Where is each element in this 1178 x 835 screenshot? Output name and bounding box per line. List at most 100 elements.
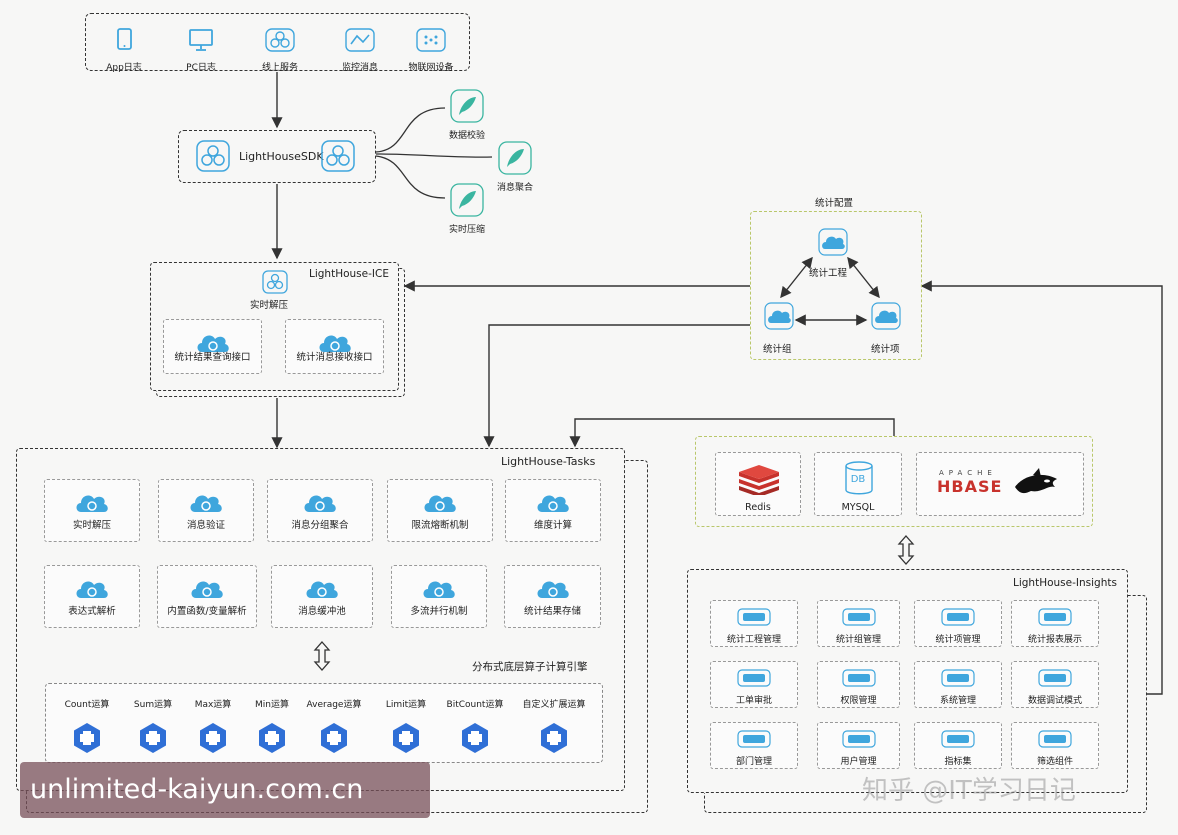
cloud-gear-icon	[424, 495, 456, 512]
hexagon-plus-icon	[200, 723, 226, 753]
op-label: Sum运算	[133, 700, 173, 710]
sdk-title: LightHouseSDK	[239, 150, 324, 163]
config-node-group	[762, 302, 796, 334]
cloud-gear-icon	[191, 581, 223, 598]
op-item: Count运算	[57, 697, 117, 758]
server-bar-icon	[841, 669, 876, 687]
insights-card-label: 指标集	[944, 757, 972, 767]
sdk-right-icon	[321, 140, 355, 172]
insights-card-label: 用户管理	[840, 757, 877, 767]
source-label: PC日志	[186, 63, 216, 73]
insights-card-label: 数据调试模式	[1027, 696, 1082, 706]
cloud-server-icon	[871, 302, 901, 330]
database-icon	[845, 461, 873, 495]
redis-icon	[739, 465, 779, 495]
monitor-icon	[189, 29, 213, 51]
insights-card-label: 筛选组件	[1036, 757, 1073, 767]
insights-card-label: 统计工程管理	[726, 635, 781, 645]
sdk-feature-label: 实时压缩	[448, 225, 485, 235]
hexagon-plus-icon	[259, 723, 285, 753]
cloud-gear-icon	[537, 495, 569, 512]
sdk-feature-realtime-compress: 实时压缩	[440, 182, 494, 235]
insights-card[interactable]: 工单审批	[710, 661, 798, 708]
insights-card[interactable]: 统计工程管理	[710, 600, 798, 647]
insights-card[interactable]: 指标集	[914, 722, 1002, 769]
cloud-gear-icon	[197, 335, 229, 352]
db-icon-text: DB	[850, 474, 866, 485]
ice-top-label: 实时解压	[250, 300, 289, 311]
ice-title: LightHouse-ICE	[309, 268, 389, 280]
cloud-gear-icon	[306, 581, 338, 598]
config-node-label: 统计工程	[809, 268, 848, 279]
task-card: 实时解压	[44, 479, 140, 542]
ops-box: Count运算 Sum运算 Max运算 Min运算 Average运算 Limi…	[45, 683, 603, 763]
insights-card-label: 部门管理	[735, 757, 772, 767]
op-item: 自定义扩展运算	[516, 697, 592, 758]
server-bar-icon	[941, 669, 975, 687]
op-label: Max运算	[194, 700, 232, 710]
feather-icon	[498, 141, 532, 175]
task-card-label: 表达式解析	[68, 606, 116, 617]
task-card-label: 消息缓冲池	[298, 606, 346, 617]
orca-icon	[1015, 468, 1057, 494]
task-card: 维度计算	[505, 479, 601, 542]
source-monitor-msg: 监控消息	[320, 28, 400, 73]
server-bar-icon	[1038, 608, 1072, 626]
server-bar-icon	[841, 608, 876, 626]
storage-box: Redis DB MYSQL APACHE HBASE	[695, 436, 1093, 527]
storage-label: MYSQL	[841, 502, 875, 513]
tasks-box: LightHouse-Tasks 实时解压 消息验证 消息分组聚合 限流熔断机制…	[16, 448, 625, 791]
op-item: Min运算	[242, 697, 302, 758]
watermark-text: unlimited-kaiyun.com.cn	[20, 762, 430, 818]
server-bar-icon	[1038, 669, 1072, 687]
server-bar-icon	[737, 608, 771, 626]
config-title: 统计配置	[815, 198, 854, 209]
cloud-server-icon	[764, 302, 794, 330]
server-bar-icon	[941, 608, 975, 626]
insights-card[interactable]: 统计组管理	[817, 600, 900, 647]
insights-card-label: 系统管理	[939, 696, 976, 706]
source-online-service: 线上服务	[240, 28, 320, 73]
task-card: 限流熔断机制	[387, 479, 493, 542]
task-card-label: 内置函数/变量解析	[167, 606, 247, 617]
insights-card-label: 统计报表展示	[1027, 635, 1082, 645]
op-label: Count运算	[64, 700, 110, 710]
source-label: 线上服务	[261, 63, 298, 73]
ice-card-query: 统计结果查询接口	[163, 319, 262, 374]
source-app-log: App日志	[84, 28, 164, 73]
cloud-server-icon	[818, 228, 848, 256]
config-box: 统计配置 统计工程 统计组 统计项	[750, 198, 922, 360]
insights-card[interactable]: 筛选组件	[1011, 722, 1099, 769]
op-label: 自定义扩展运算	[522, 700, 586, 710]
engine-title: 分布式底层算子计算引擎	[472, 661, 588, 673]
task-card-label: 实时解压	[72, 520, 111, 531]
task-card: 多流并行机制	[391, 565, 487, 628]
decompress-icon	[262, 270, 288, 294]
iot-icon	[416, 28, 446, 52]
hexagon-plus-icon	[321, 723, 347, 753]
op-label: Average运算	[306, 700, 362, 710]
task-card: 消息分组聚合	[267, 479, 373, 542]
insights-card[interactable]: 统计项管理	[914, 600, 1002, 647]
insights-card[interactable]: 数据调试模式	[1011, 661, 1099, 708]
ice-card-label: 统计消息接收接口	[296, 352, 373, 363]
insights-card-label: 权限管理	[840, 696, 877, 706]
insights-card[interactable]: 部门管理	[710, 722, 798, 769]
cloud-gear-icon	[304, 495, 336, 512]
insights-card[interactable]: 系统管理	[914, 661, 1002, 708]
task-card: 统计结果存储	[504, 565, 601, 628]
sources-box: App日志 PC日志 线上服务 监控消息 物联网设备	[84, 13, 470, 73]
server-bar-icon	[841, 730, 876, 748]
cloud-gear-icon	[537, 581, 569, 598]
task-card-label: 限流熔断机制	[411, 520, 469, 531]
source-label: App日志	[106, 63, 142, 73]
insights-card[interactable]: 用户管理	[817, 722, 900, 769]
feather-icon	[450, 89, 484, 123]
double-arrow-icon	[313, 641, 331, 671]
op-item: Limit运算	[376, 697, 436, 758]
source-pc-log: PC日志	[161, 28, 241, 73]
config-node-item	[869, 302, 903, 334]
insights-card[interactable]: 权限管理	[817, 661, 900, 708]
cloud-gear-icon	[190, 495, 222, 512]
insights-card[interactable]: 统计报表展示	[1011, 600, 1099, 647]
